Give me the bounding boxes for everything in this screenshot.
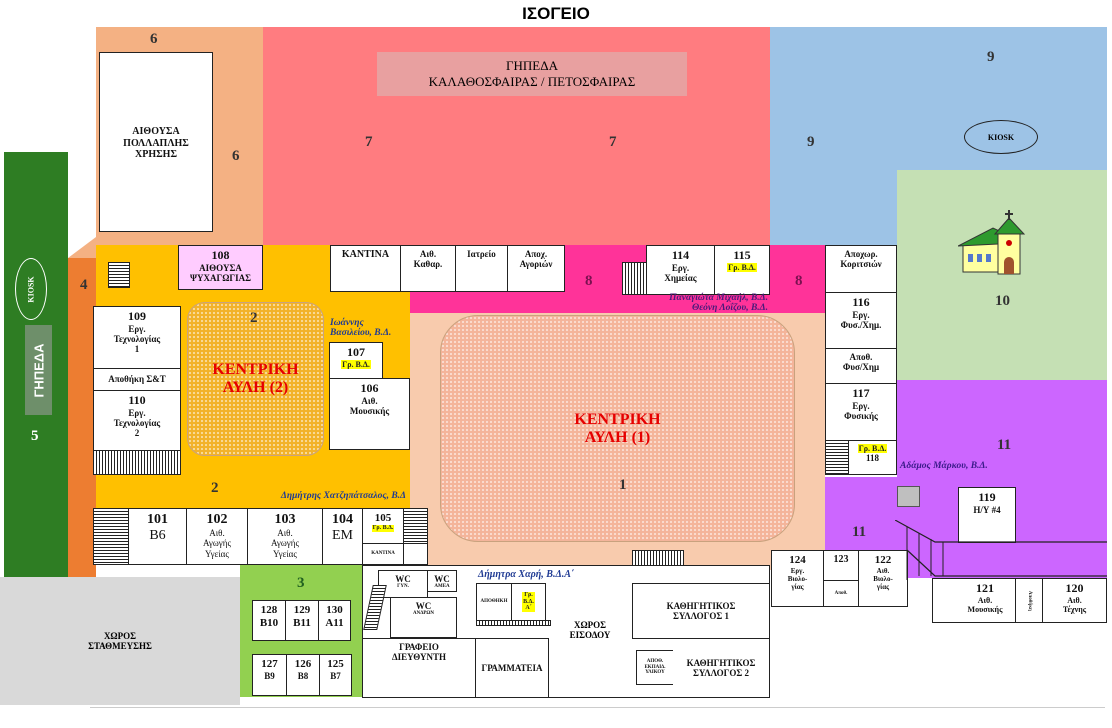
stairs [108,262,130,288]
stairwell [403,543,428,565]
zone-9-number: 9 [987,49,995,65]
room-boys-wc[interactable]: Αποχ. Αγοριών [507,245,565,292]
room-kantina[interactable]: ΚΑΝΤΙΝΑ [330,245,401,292]
entrance-area[interactable]: ΧΩΡΟΣ ΕΙΣΟΔΟΥ [569,620,611,640]
room-105-kantina[interactable]: ΚΑΝΤΙΝΑ [362,543,404,565]
room-director-office[interactable]: ΓΡΑΦΕΙΟ ΔΙΕΥΘΥΝΤΗ [362,638,476,698]
staff-label-chatzipatsalos: Δημήτρης Χατζηπάτσαλος, Β.Δ [280,491,406,501]
kiosk-west[interactable]: KIOSK [15,258,47,320]
church-icon [958,210,1026,275]
zone-7-number: 7 [365,134,373,150]
zone-10-number: 10 [995,293,1010,309]
kiosk-east[interactable]: KIOSK [964,120,1038,154]
room-physics-storage[interactable]: Αποθ. Φυσ/Χημ [825,348,897,384]
zone-1-number: 1 [619,477,627,493]
parking-label: ΧΩΡΟΣ ΣΤΑΘΜΕΥΣΗΣ [88,631,152,651]
staff-label-chari: Δήμητρα Χαρή, Β.Δ.Α΄ [478,569,575,580]
zone-11 [897,380,1107,578]
stairs [476,620,551,626]
room-123[interactable]: 123 [823,550,859,581]
central-courtyard-1: ΚΕΝΤΡΙΚΗ ΑΥΛΗ (1) [440,315,795,542]
zone-2-number: 2 [211,480,219,496]
staff-label-michail-loizou: Παναγιώτα Μιχαήλ, Β.Δ. Θεόνη Λοΐζου, Β.Δ… [669,293,768,313]
room-multipurpose-hall[interactable]: ΑΙΘΟΥΣΑ ΠΟΛΛΑΠΛΗΣ ΧΡΗΣΗΣ [99,52,213,232]
zone-3-number: 3 [297,575,305,591]
zone-4 [68,258,96,578]
floor-title: ΙΣΟΓΕΙΟ [522,4,590,23]
stairs [93,450,181,475]
room-deputy-office[interactable]: Γρ. Β.Δ. Α΄ [511,583,546,621]
zone-6-number: 6 [232,148,240,164]
room-staff-room-2[interactable]: ΚΑΘΗΓΗΤΙΚΟΣ ΣΥΛΛΟΓΟΣ 2 [673,638,770,698]
stairs [622,262,647,295]
zone-5-number: 5 [31,428,39,444]
room-infirmary[interactable]: Ιατρείο [455,245,508,292]
room-admin-storage[interactable]: ΑΠΟΘΗΚΗ [476,583,512,621]
stairs [632,550,684,566]
staff-label-vasileiou: Ιωάννης Βασιλείου, Β.Δ. [330,318,392,338]
zone-11-number: 11 [997,437,1012,453]
central-courtyard-2: ΚΕΝΤΡΙΚΗ ΑΥΛΗ (2) [187,302,324,456]
basketball-court-label: ΓΗΠΕΔΑ ΚΑΛΑΘΟΣΦΑΙΡΑΣ / ΠΕΤΟΣΦΑΙΡΑΣ [377,52,687,96]
room-123-storage[interactable]: Αποθ. [823,580,859,607]
stairs [825,440,849,475]
staff-label-markou: Αδάμος Μάρκου, Β.Δ. [900,461,988,471]
zone-10 [897,170,1107,380]
room-cleaning[interactable]: Αιθ. Καθαρ. [400,245,456,292]
room-secretary[interactable]: ΓΡΑΜΜΑΤΕΙΑ [475,638,549,698]
zone-2-number: 2 [250,310,258,326]
room-dt-storage[interactable]: Αποθήκη Σ&T [93,368,181,391]
room-teaching-storage[interactable]: ΑΠΟΘ. ΕΚΠΑΙΔ. ΥΛΙΚΟΥ [636,650,674,685]
parking-area: ΧΩΡΟΣ ΣΤΑΘΜΕΥΣΗΣ [0,577,240,705]
ramp-lines [895,520,1107,580]
zone-9-number: 9 [807,134,815,150]
zone-11-number: 11 [852,524,867,540]
stairs [93,508,129,565]
zone-8-number: 8 [585,273,593,289]
room-118[interactable]: Γρ. Β.Δ.118 [848,440,897,475]
zone-4-number: 4 [80,277,88,293]
zone-6-number: 6 [150,31,158,47]
room-staff-room-1[interactable]: ΚΑΘΗΓΗΤΙΚΟΣ ΣΥΛΛΟΓΟΣ 1 [632,583,770,639]
stairs [403,508,428,544]
zone-7-number: 7 [609,134,617,150]
grey-pillar [897,486,920,507]
fields-label: ΓΗΠΕΔΑ [25,325,52,415]
divider [90,707,1105,708]
room-girls-wc[interactable]: Αποχωρ. Κοριτσιών [825,245,897,293]
zone-8-number: 8 [795,273,803,289]
